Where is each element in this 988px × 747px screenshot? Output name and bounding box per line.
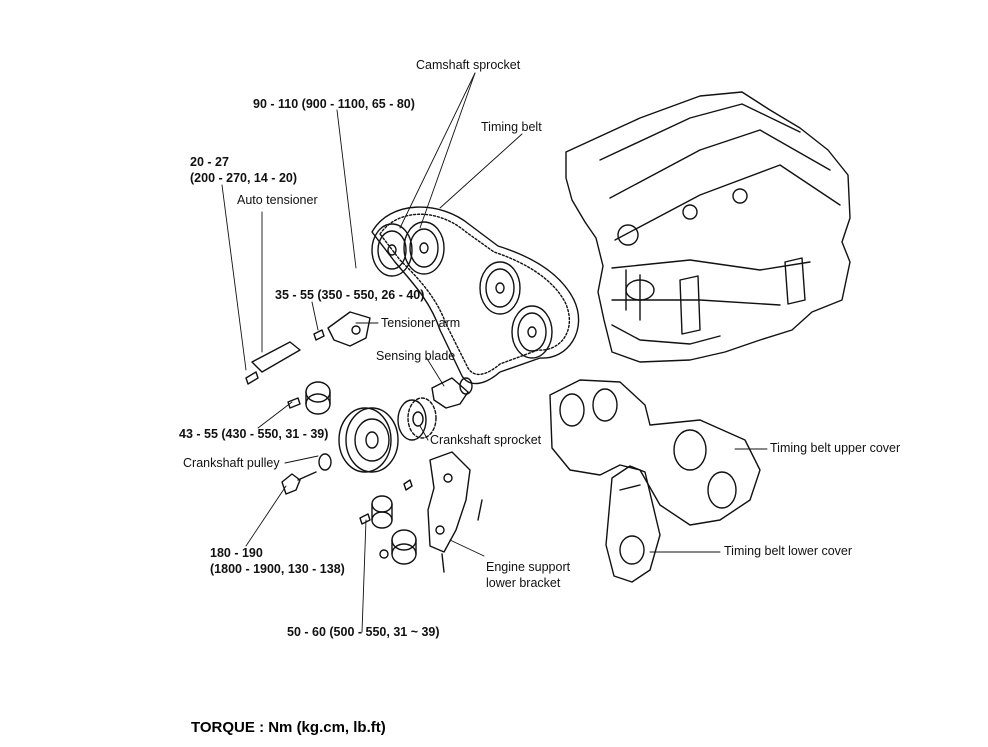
timing-belt-lower-cover-drawing	[605, 465, 661, 583]
idler-torque: 43 - 55 (430 - 550, 31 - 39)	[179, 427, 329, 441]
bracket-torque: 50 - 60 (500 - 550, 31 ~ 39)	[287, 625, 440, 639]
timing-belt-upper-cover-label: Timing belt upper cover	[770, 441, 901, 455]
engine-support-bracket-drawing	[379, 451, 483, 573]
crank-torque-line2: (1800 - 1900, 130 - 138)	[210, 562, 345, 576]
tensioner-torque-line2: (200 - 270, 14 - 20)	[190, 171, 298, 185]
tensioner-torque-line1: 20 - 27	[190, 155, 229, 169]
sensing-blade-label: Sensing blade	[376, 349, 456, 363]
auto-tensioner-label: Auto tensioner	[237, 193, 318, 207]
timing-belt-label: Timing belt	[481, 120, 542, 134]
lower-idler-drawing	[359, 495, 417, 565]
idler-pulley-drawing	[287, 381, 331, 415]
tensioner-arm-drawing	[313, 311, 371, 347]
crankshaft-sprocket-drawing	[397, 397, 437, 441]
sensing-blade-drawing	[431, 377, 473, 409]
camshaft-sprocket-label: Camshaft sprocket	[416, 58, 521, 72]
engine-block	[565, 91, 851, 363]
crank-torque-line1: 180 - 190	[210, 546, 263, 560]
tensioner-arm-label: Tensioner arm	[381, 316, 461, 330]
timing-belt-lower-cover-label: Timing belt lower cover	[724, 544, 853, 558]
cam-bolt-torque: 90 - 110 (900 - 1100, 65 - 80)	[253, 97, 415, 111]
crankshaft-pulley-label: Crankshaft pulley	[183, 456, 280, 470]
camshaft-sprockets	[371, 221, 553, 359]
timing-belt-upper-cover-drawing	[549, 379, 761, 526]
auto-tensioner-drawing	[245, 341, 301, 385]
timing-belt-drawing	[371, 206, 580, 385]
engine-support-label-line2: lower bracket	[486, 576, 561, 590]
arm-torque: 35 - 55 (350 - 550, 26 - 40)	[275, 288, 425, 302]
engine-support-label-line1: Engine support	[486, 560, 571, 574]
leader-lines	[221, 72, 768, 633]
torque-units-footer: TORQUE : Nm (kg.cm, lb.ft)	[191, 719, 386, 736]
crankshaft-sprocket-label: Crankshaft sprocket	[430, 433, 542, 447]
crankshaft-pulley-drawing	[281, 407, 399, 495]
